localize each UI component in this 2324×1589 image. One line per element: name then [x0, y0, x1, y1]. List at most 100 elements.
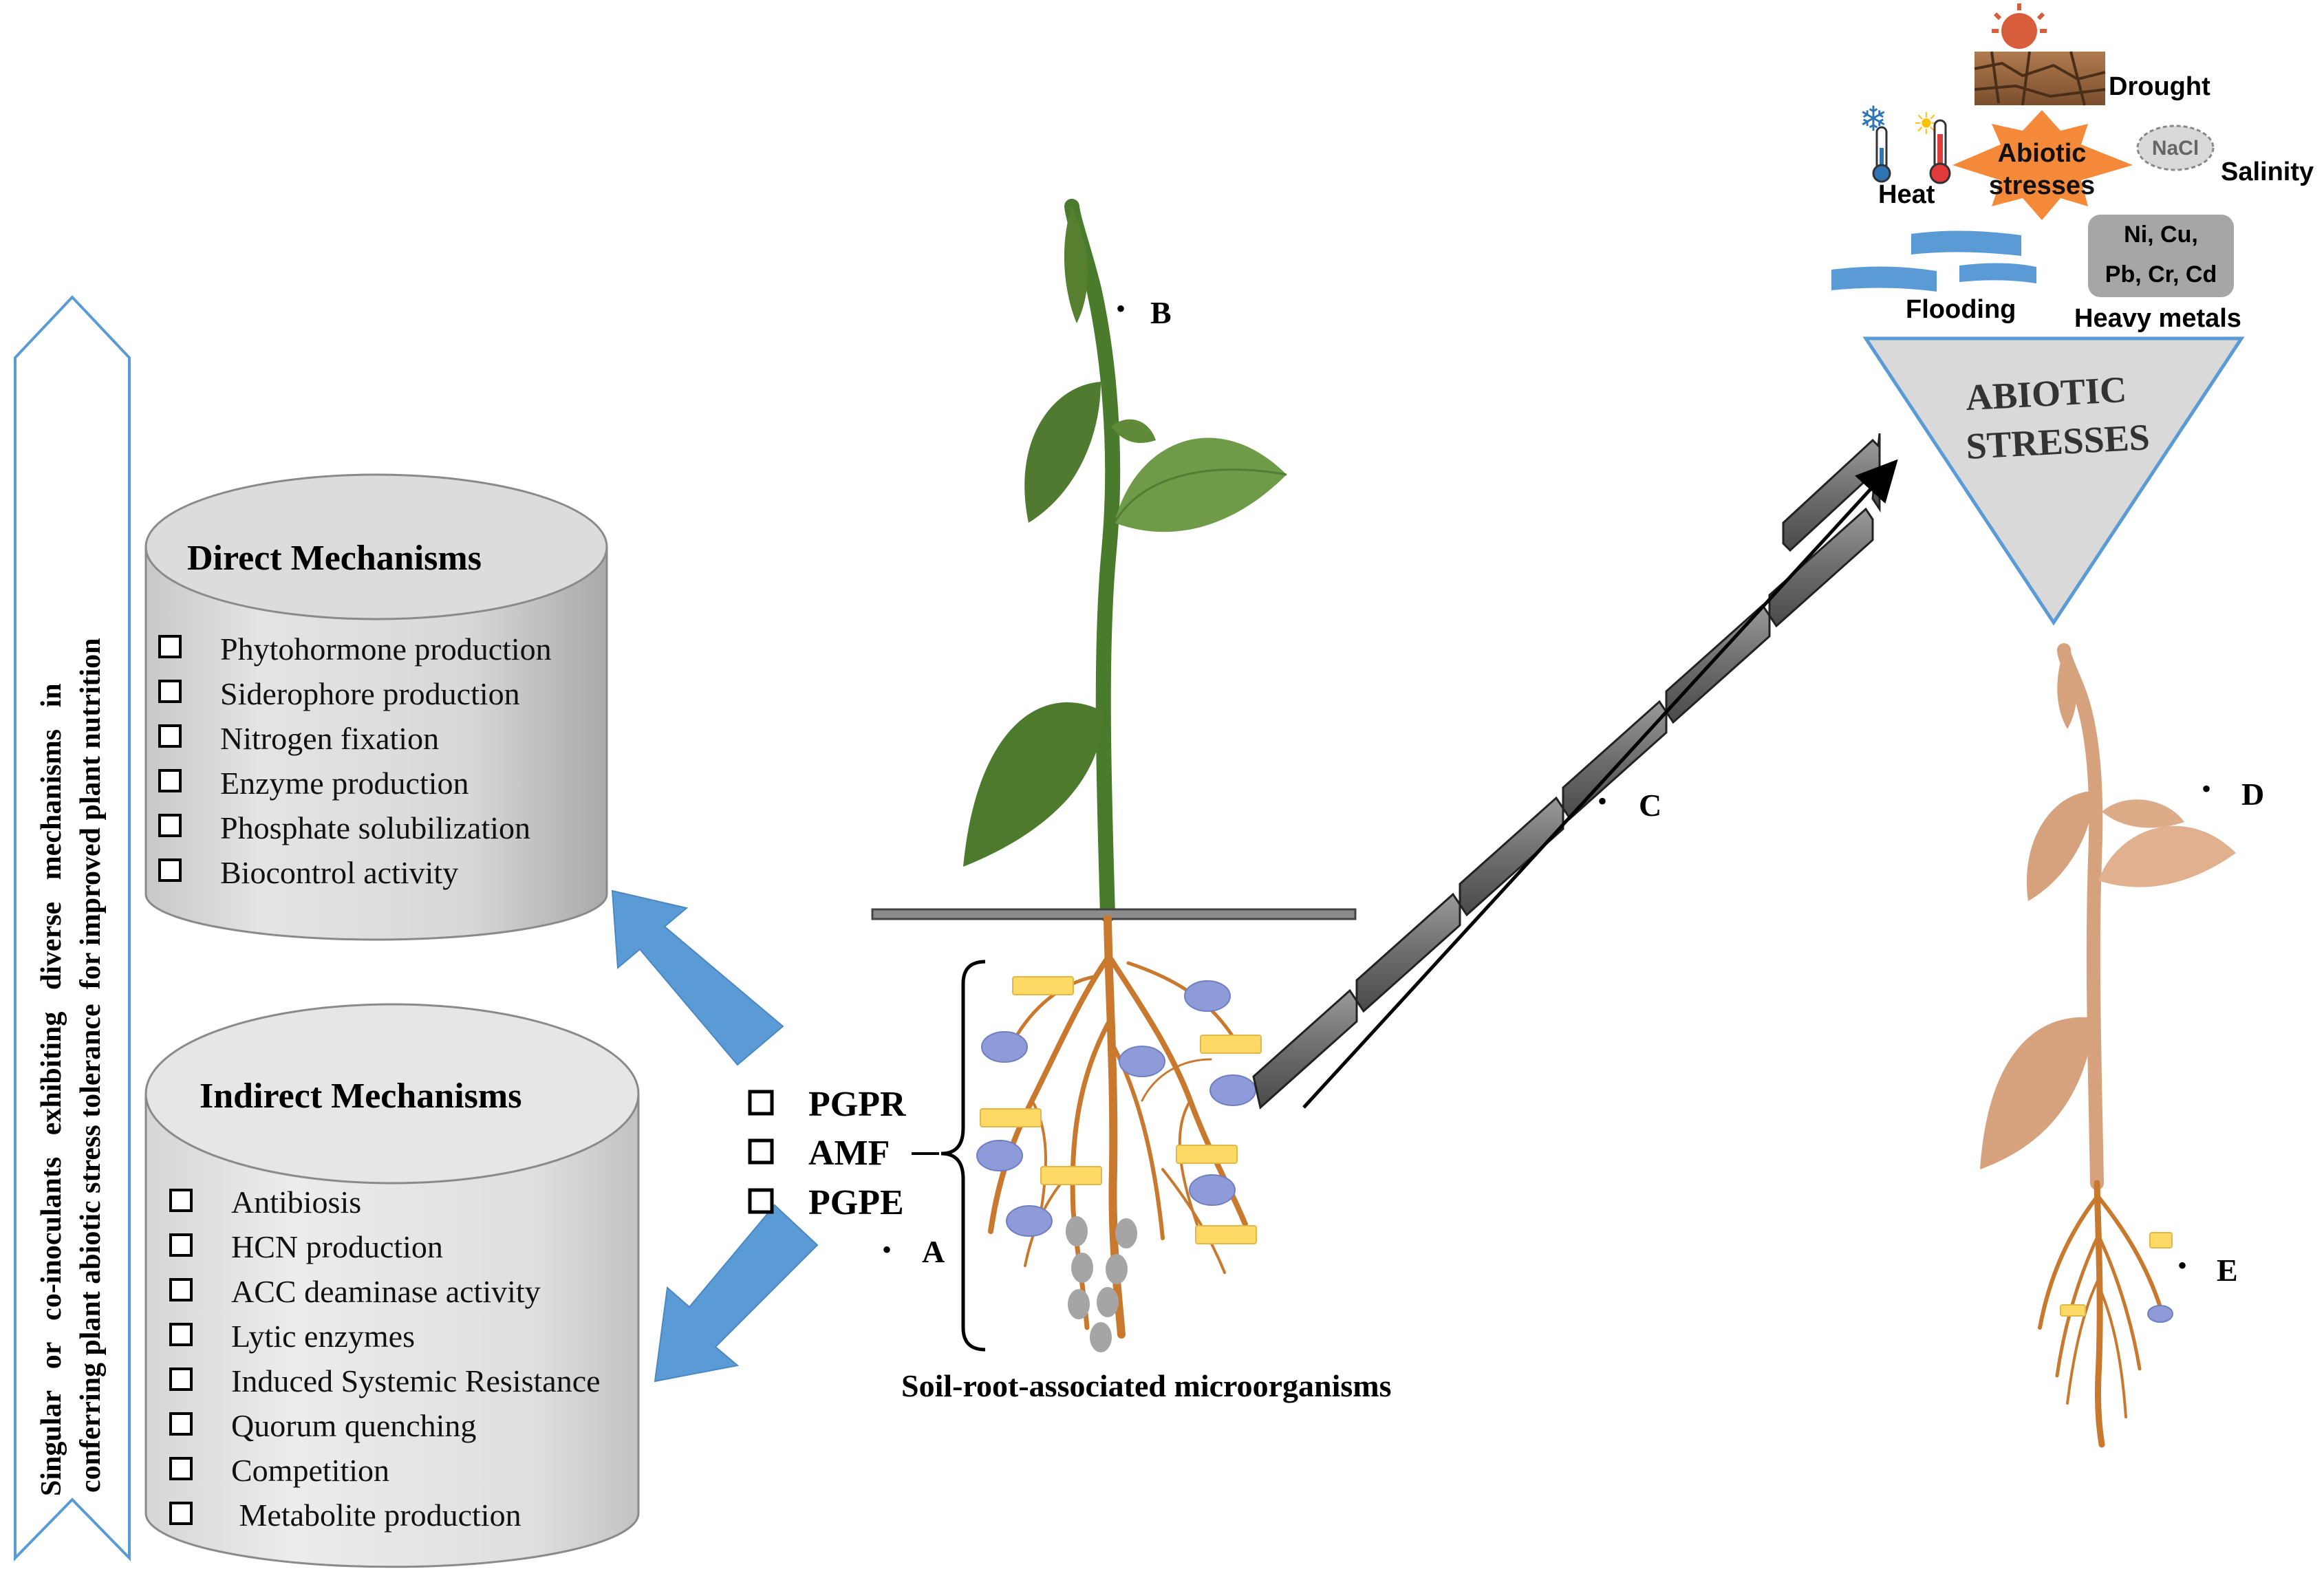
- point-bullet-c: •: [1597, 786, 1607, 817]
- checkbox-icon: [169, 1233, 193, 1257]
- arrow-to-indirect: [654, 1204, 819, 1383]
- microbe-rod: [2060, 1304, 2086, 1317]
- microbe-label: PGPR: [808, 1085, 907, 1124]
- microbe-oval: [1006, 1205, 1053, 1237]
- point-bullet-d: •: [2202, 773, 2211, 804]
- indirect-item-label: ACC deaminase activity: [231, 1274, 541, 1309]
- funnel-line1: ABIOTIC: [1965, 369, 2128, 418]
- heavy-metals-label: Heavy metals: [2074, 304, 2241, 333]
- microbe-oval: [981, 1031, 1028, 1063]
- direct-item-label: Phosphate solubilization: [220, 810, 530, 845]
- checkbox-icon: [158, 635, 182, 658]
- direct-item: Biocontrol activity: [158, 855, 458, 890]
- microbe-oval: [976, 1140, 1023, 1171]
- microbe-item: PGPE: [748, 1183, 904, 1222]
- abiotic-stress-panel: Drought ❄ ☀ Heat Abiotic stresses NaCl S…: [1831, 3, 2314, 333]
- star-line2: stresses: [1989, 171, 2095, 200]
- stressed-plant: [1980, 643, 2236, 1190]
- direct-mechanisms-title: Direct Mechanisms: [187, 539, 482, 578]
- checkbox-icon: [169, 1368, 193, 1391]
- direct-item: Nitrogen fixation: [158, 721, 439, 756]
- microbe-oval: [2147, 1305, 2173, 1323]
- metals-line2: Pb, Cr, Cd: [2105, 261, 2217, 288]
- microbe-rod: [1176, 1145, 1238, 1164]
- indirect-item-label: Induced Systemic Resistance: [231, 1363, 601, 1398]
- direct-item: Phytohormone production: [158, 631, 552, 667]
- direct-item: Enzyme production: [158, 766, 469, 801]
- checkbox-icon: [158, 680, 182, 703]
- indirect-item-label: Competition: [231, 1453, 389, 1488]
- metals-line1: Ni, Cu,: [2124, 221, 2198, 248]
- checkbox-icon: [169, 1457, 193, 1480]
- indirect-mechanisms-list: Antibiosis HCN production ACC deaminase …: [169, 1185, 601, 1533]
- direct-item-label: Nitrogen fixation: [220, 721, 439, 756]
- point-label-a: A: [922, 1234, 945, 1269]
- microbe-label: AMF: [808, 1134, 890, 1173]
- indirect-item: Antibiosis: [169, 1185, 361, 1220]
- abiotic-stress-star: [1952, 110, 2133, 220]
- indirect-item: Competition: [169, 1453, 389, 1488]
- microbe-oval: [1184, 980, 1231, 1012]
- stressed-plant-roots: [2038, 1180, 2162, 1448]
- nacl-label: NaCl: [2152, 137, 2199, 160]
- point-label-e: E: [2217, 1253, 2238, 1288]
- soil-brace: [940, 960, 986, 1352]
- checkbox-icon: [158, 858, 182, 882]
- direct-mechanisms-list: Phytohormone production Siderophore prod…: [158, 631, 552, 890]
- soil-caption: Soil-root-associated microorganisms: [901, 1368, 1392, 1403]
- point-bullet-a: •: [882, 1234, 892, 1265]
- point-label-d: D: [2241, 777, 2264, 812]
- microbe-rod: [980, 1108, 1042, 1127]
- microbe-rod: [1012, 976, 1074, 995]
- indirect-item: ACC deaminase activity: [169, 1274, 541, 1309]
- thin-arrow-to-stresses: [1302, 459, 1898, 1109]
- salinity-label: Salinity: [2221, 158, 2314, 186]
- direct-item-label: Siderophore production: [220, 676, 520, 711]
- point-label-b: B: [1150, 295, 1172, 330]
- indirect-item-label: Lytic enzymes: [231, 1319, 415, 1354]
- microbe-oval: [1119, 1046, 1165, 1077]
- sun-icon: [1992, 3, 2047, 49]
- checkbox-icon: [158, 724, 182, 748]
- flooding-label: Flooding: [1906, 295, 2016, 324]
- indirect-item: Lytic enzymes: [169, 1319, 415, 1354]
- indirect-item: Induced Systemic Resistance: [169, 1363, 601, 1398]
- point-label-c: C: [1639, 788, 1661, 823]
- indirect-item: Metabolite production: [169, 1498, 521, 1533]
- checkbox-icon: [169, 1502, 193, 1525]
- checkbox-icon: [158, 814, 182, 837]
- funnel-line2: STRESSES: [1965, 416, 2151, 467]
- side-banner-line2: conferring plant abiotic stress toleranc…: [75, 638, 107, 1493]
- microbe-item: AMF: [748, 1134, 890, 1173]
- point-bullet-e: •: [2177, 1250, 2187, 1281]
- indirect-mechanisms-cylinder: Indirect Mechanisms Antibiosis HCN produ…: [144, 1003, 640, 1568]
- heavy-metals-box: [2088, 215, 2234, 297]
- soil-surface-bar: [871, 908, 1357, 920]
- point-bullet-b: •: [1116, 293, 1126, 324]
- indirect-item-label: Quorum quenching: [231, 1408, 476, 1443]
- checkbox-icon: [748, 1188, 774, 1214]
- checkbox-icon: [748, 1090, 774, 1116]
- side-banner-line1: Singular or co-inoculants exhibiting div…: [36, 683, 67, 1496]
- indirect-item: HCN production: [169, 1229, 443, 1264]
- direct-item-label: Phytohormone production: [220, 631, 552, 667]
- indirect-mechanisms-title: Indirect Mechanisms: [200, 1077, 521, 1116]
- microbe-oval: [1189, 1174, 1236, 1206]
- star-line1: Abiotic: [1998, 139, 2087, 168]
- microbe-rod: [1195, 1225, 1257, 1244]
- healthy-plant: [963, 199, 1287, 922]
- checkbox-icon: [158, 769, 182, 792]
- checkbox-icon: [169, 1412, 193, 1436]
- microbe-rod: [1200, 1035, 1262, 1054]
- checkbox-icon: [169, 1323, 193, 1346]
- indirect-item-label: Antibiosis: [231, 1185, 361, 1220]
- soil-microbes: [976, 976, 1262, 1352]
- microbe-oval: [1209, 1074, 1256, 1106]
- checkbox-icon: [169, 1189, 193, 1212]
- thermometer-cold-icon: ❄: [1859, 100, 1891, 183]
- arrow-to-direct: [611, 889, 784, 1066]
- direct-mechanisms-cylinder: Direct Mechanisms Phytohormone productio…: [144, 473, 608, 941]
- segmented-arrow-to-stresses: [1252, 433, 1881, 1110]
- abiotic-stresses-funnel: ABIOTIC STRESSES: [1862, 336, 2245, 626]
